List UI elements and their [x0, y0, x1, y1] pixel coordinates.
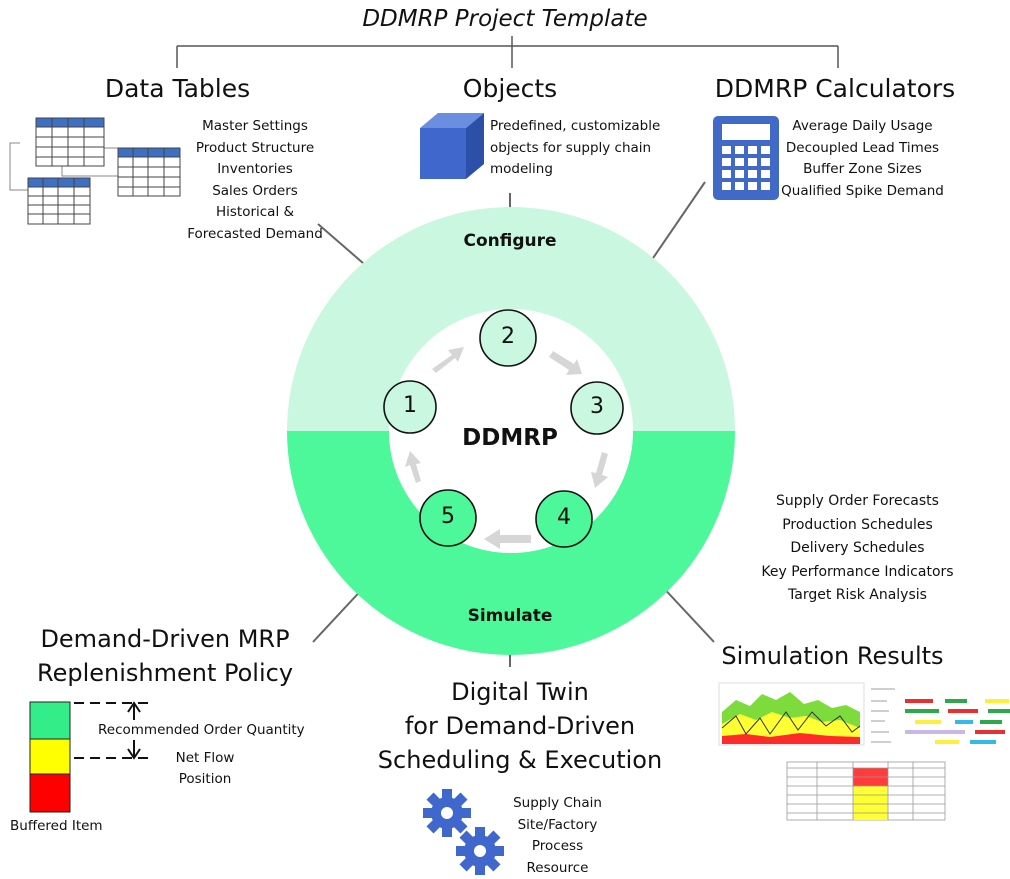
step-circles — [383, 309, 624, 548]
yellow-zone — [29, 738, 71, 775]
twin-heading-line: for Demand-Driven — [404, 712, 636, 740]
data-tables-item: Forecasted Demand — [187, 225, 323, 242]
configure-ring-half — [287, 207, 735, 431]
arrow-3-to-4 — [591, 452, 608, 488]
results-item: Key Performance Indicators — [761, 563, 954, 580]
configure-label: Configure — [463, 231, 557, 251]
ddmrp-center-label: DDMRP — [462, 425, 558, 451]
title-bracket — [176, 36, 839, 68]
data-tables-item: Master Settings — [202, 118, 308, 134]
roq-label: Recommended Order Quantity — [98, 722, 305, 738]
calculators-list: Average Daily Usage Decoupled Lead Times… — [775, 116, 950, 202]
step-number-1: 1 — [403, 393, 417, 418]
step-circle-4 — [535, 490, 593, 548]
nfp-label-line: Net Flow — [175, 750, 235, 766]
diagram-title: DDMRP Project Template — [362, 6, 648, 32]
data-tables-item: Inventories — [217, 161, 293, 178]
buffer-markers — [74, 701, 153, 760]
objects-list: Predefined, customizable objects for sup… — [490, 116, 690, 181]
nfp-label: Net Flow Position — [160, 748, 250, 790]
cube-icon — [420, 113, 484, 179]
green-zone — [29, 701, 71, 740]
step-number-3: 3 — [590, 394, 604, 419]
cycle-arrows — [405, 347, 608, 549]
objects-item: Predefined, customizable — [490, 118, 661, 134]
calculators-item: Buffer Zone Sizes — [803, 161, 922, 178]
arrow-1-to-2 — [432, 347, 464, 373]
calculators-item: Qualified Spike Demand — [781, 182, 944, 199]
red-zone — [29, 773, 71, 813]
objects-heading: Objects — [462, 74, 558, 103]
step-circle-3 — [570, 381, 624, 435]
data-tables-item: Product Structure — [195, 139, 315, 156]
step-circle-5 — [419, 489, 477, 547]
step-number-5: 5 — [441, 504, 455, 529]
twin-heading-line: Digital Twin — [451, 678, 589, 706]
objects-item: modeling — [490, 161, 553, 178]
gears-icon — [423, 789, 504, 875]
simulation-chart-thumbnail — [718, 682, 865, 746]
calculator-icon — [713, 116, 779, 200]
data-tables-item: Sales Orders — [212, 182, 298, 199]
calculators-item: Decoupled Lead Times — [785, 139, 940, 156]
twin-heading: Digital Twin for Demand-Driven Schedulin… — [360, 675, 680, 777]
simulate-ring-half — [287, 431, 735, 655]
data-tables-item: Historical & — [215, 204, 295, 221]
results-item: Target Risk Analysis — [788, 587, 927, 603]
data-tables-icon — [9, 117, 181, 225]
nfp-label-line: Position — [178, 771, 232, 787]
results-item: Delivery Schedules — [790, 540, 925, 556]
objects-item: objects for supply chain — [490, 139, 652, 156]
twin-heading-line: Scheduling & Execution — [377, 746, 663, 774]
data-tables-list: Master Settings Product Structure Invent… — [170, 116, 340, 246]
buffer-zones — [29, 701, 71, 813]
policy-heading-line: Demand-Driven MRP — [40, 625, 290, 653]
data-tables-heading: Data Tables — [104, 74, 251, 103]
simulate-label: Simulate — [467, 606, 553, 626]
arrow-5-to-1 — [405, 451, 421, 483]
step-circle-1 — [383, 380, 437, 434]
results-heading: Simulation Results — [721, 642, 944, 670]
policy-heading-line: Replenishment Policy — [36, 659, 294, 687]
twin-item: Process — [531, 838, 584, 855]
simulation-table-thumbnail — [786, 761, 946, 821]
twin-item: Supply Chain — [513, 795, 602, 811]
twin-item: Site/Factory — [517, 816, 598, 833]
arrow-2-to-3 — [549, 351, 582, 375]
simulation-gantt-thumbnail — [870, 683, 1010, 745]
results-list: Supply Order Forecasts Production Schedu… — [735, 490, 980, 608]
step-circle-2 — [479, 309, 537, 367]
results-item: Production Schedules — [782, 516, 933, 533]
results-item: Supply Order Forecasts — [776, 493, 939, 509]
twin-item: Resource — [526, 859, 589, 876]
step-number-4: 4 — [557, 505, 571, 530]
twin-list: Supply Chain Site/Factory Process Resour… — [495, 793, 620, 879]
calculators-item: Average Daily Usage — [792, 118, 933, 134]
buffered-item-label: Buffered Item — [10, 818, 103, 834]
calculators-heading: DDMRP Calculators — [714, 74, 956, 103]
policy-heading: Demand-Driven MRP Replenishment Policy — [0, 622, 330, 690]
arrow-4-to-5 — [484, 529, 531, 549]
step-number-2: 2 — [501, 324, 515, 349]
